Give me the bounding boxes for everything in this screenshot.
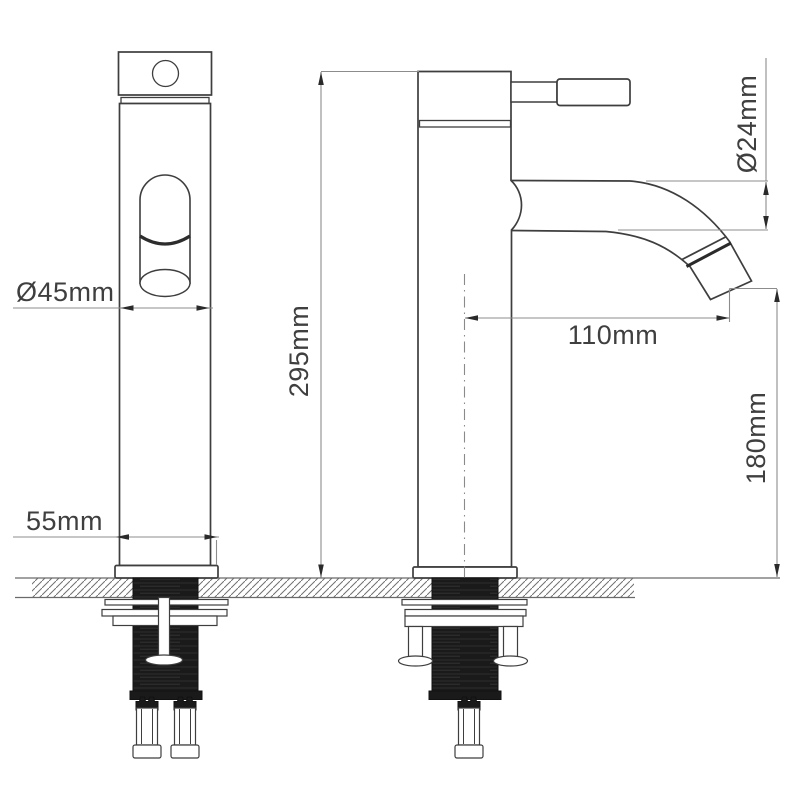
dim-label-outlet-height: 180mm	[741, 392, 771, 485]
supply-hose-right	[170, 696, 200, 759]
front-shank-base-band	[129, 690, 203, 700]
aerator-band	[685, 241, 732, 268]
front-base-plate	[114, 564, 219, 579]
arrowhead-top	[774, 289, 780, 302]
fixing-bolt-left	[407, 625, 424, 660]
front-view	[101, 51, 229, 759]
handle-base-ellipse	[139, 268, 191, 298]
dim-label-body-diameter: Ø45mm	[16, 277, 115, 307]
dimension-body-diameter: Ø45mm	[13, 277, 213, 311]
counter-hatch	[32, 578, 634, 598]
hose-end-cap	[454, 744, 484, 759]
lever-neck	[510, 81, 558, 103]
front-handle-capsule	[139, 174, 191, 284]
arrowhead-bottom	[318, 564, 324, 578]
side-collar	[418, 119, 512, 128]
hose-connector-teeth	[457, 696, 481, 711]
screw-foot	[144, 654, 184, 666]
arrowhead-left	[116, 534, 129, 540]
front-top-cap	[117, 51, 213, 96]
hose-body	[173, 707, 197, 746]
arrowhead-bottom	[763, 216, 769, 229]
bolt-foot	[492, 655, 529, 667]
cap-screw-circle	[151, 59, 180, 88]
lever-grip	[556, 78, 631, 107]
fixing-screw	[157, 596, 171, 659]
mounting-washer	[401, 598, 528, 606]
arrowhead-left	[120, 305, 134, 311]
dim-label-spout-diameter: Ø24mm	[732, 75, 762, 174]
fixing-bolt-right	[502, 625, 519, 660]
arrowhead-top	[318, 72, 324, 85]
countertop	[15, 577, 780, 599]
arrowhead-right	[196, 305, 210, 311]
dim-label-spout-reach: 110mm	[568, 320, 659, 350]
bolt-foot	[397, 655, 434, 667]
dim-label-overall-height: 295mm	[284, 305, 314, 398]
dimension-outlet-height: 180mm	[729, 287, 780, 577]
aerator-line	[681, 235, 727, 261]
backing-plate	[404, 608, 527, 617]
hose-connector-teeth	[173, 696, 197, 711]
arrowhead-bottom	[774, 564, 780, 577]
dimension-spout-diameter: Ø24mm	[618, 58, 769, 231]
supply-hose-left	[132, 696, 162, 759]
dimension-overall-height: 295mm	[284, 70, 419, 578]
supply-hose	[454, 696, 484, 759]
dim-label-base-width: 55mm	[26, 506, 103, 536]
arrowhead-right	[204, 534, 218, 540]
lock-nut	[404, 615, 524, 628]
hose-body	[457, 707, 481, 746]
side-threaded-shank	[431, 577, 499, 700]
front-body	[118, 102, 212, 567]
front-collar	[120, 96, 210, 105]
hose-end-cap	[170, 744, 200, 759]
handle-band	[139, 234, 191, 246]
hose-body	[135, 707, 159, 746]
spout	[510, 179, 753, 301]
arrowhead-top	[763, 182, 769, 195]
arrowhead-right	[716, 315, 730, 321]
side-view	[397, 70, 753, 759]
side-body	[417, 70, 523, 568]
hose-connector-teeth	[135, 696, 159, 711]
arrowhead-left	[465, 315, 478, 321]
dimension-spout-reach: 110mm	[465, 288, 731, 350]
dimension-base-width: 55mm	[13, 506, 219, 565]
hose-end-cap	[132, 744, 162, 759]
